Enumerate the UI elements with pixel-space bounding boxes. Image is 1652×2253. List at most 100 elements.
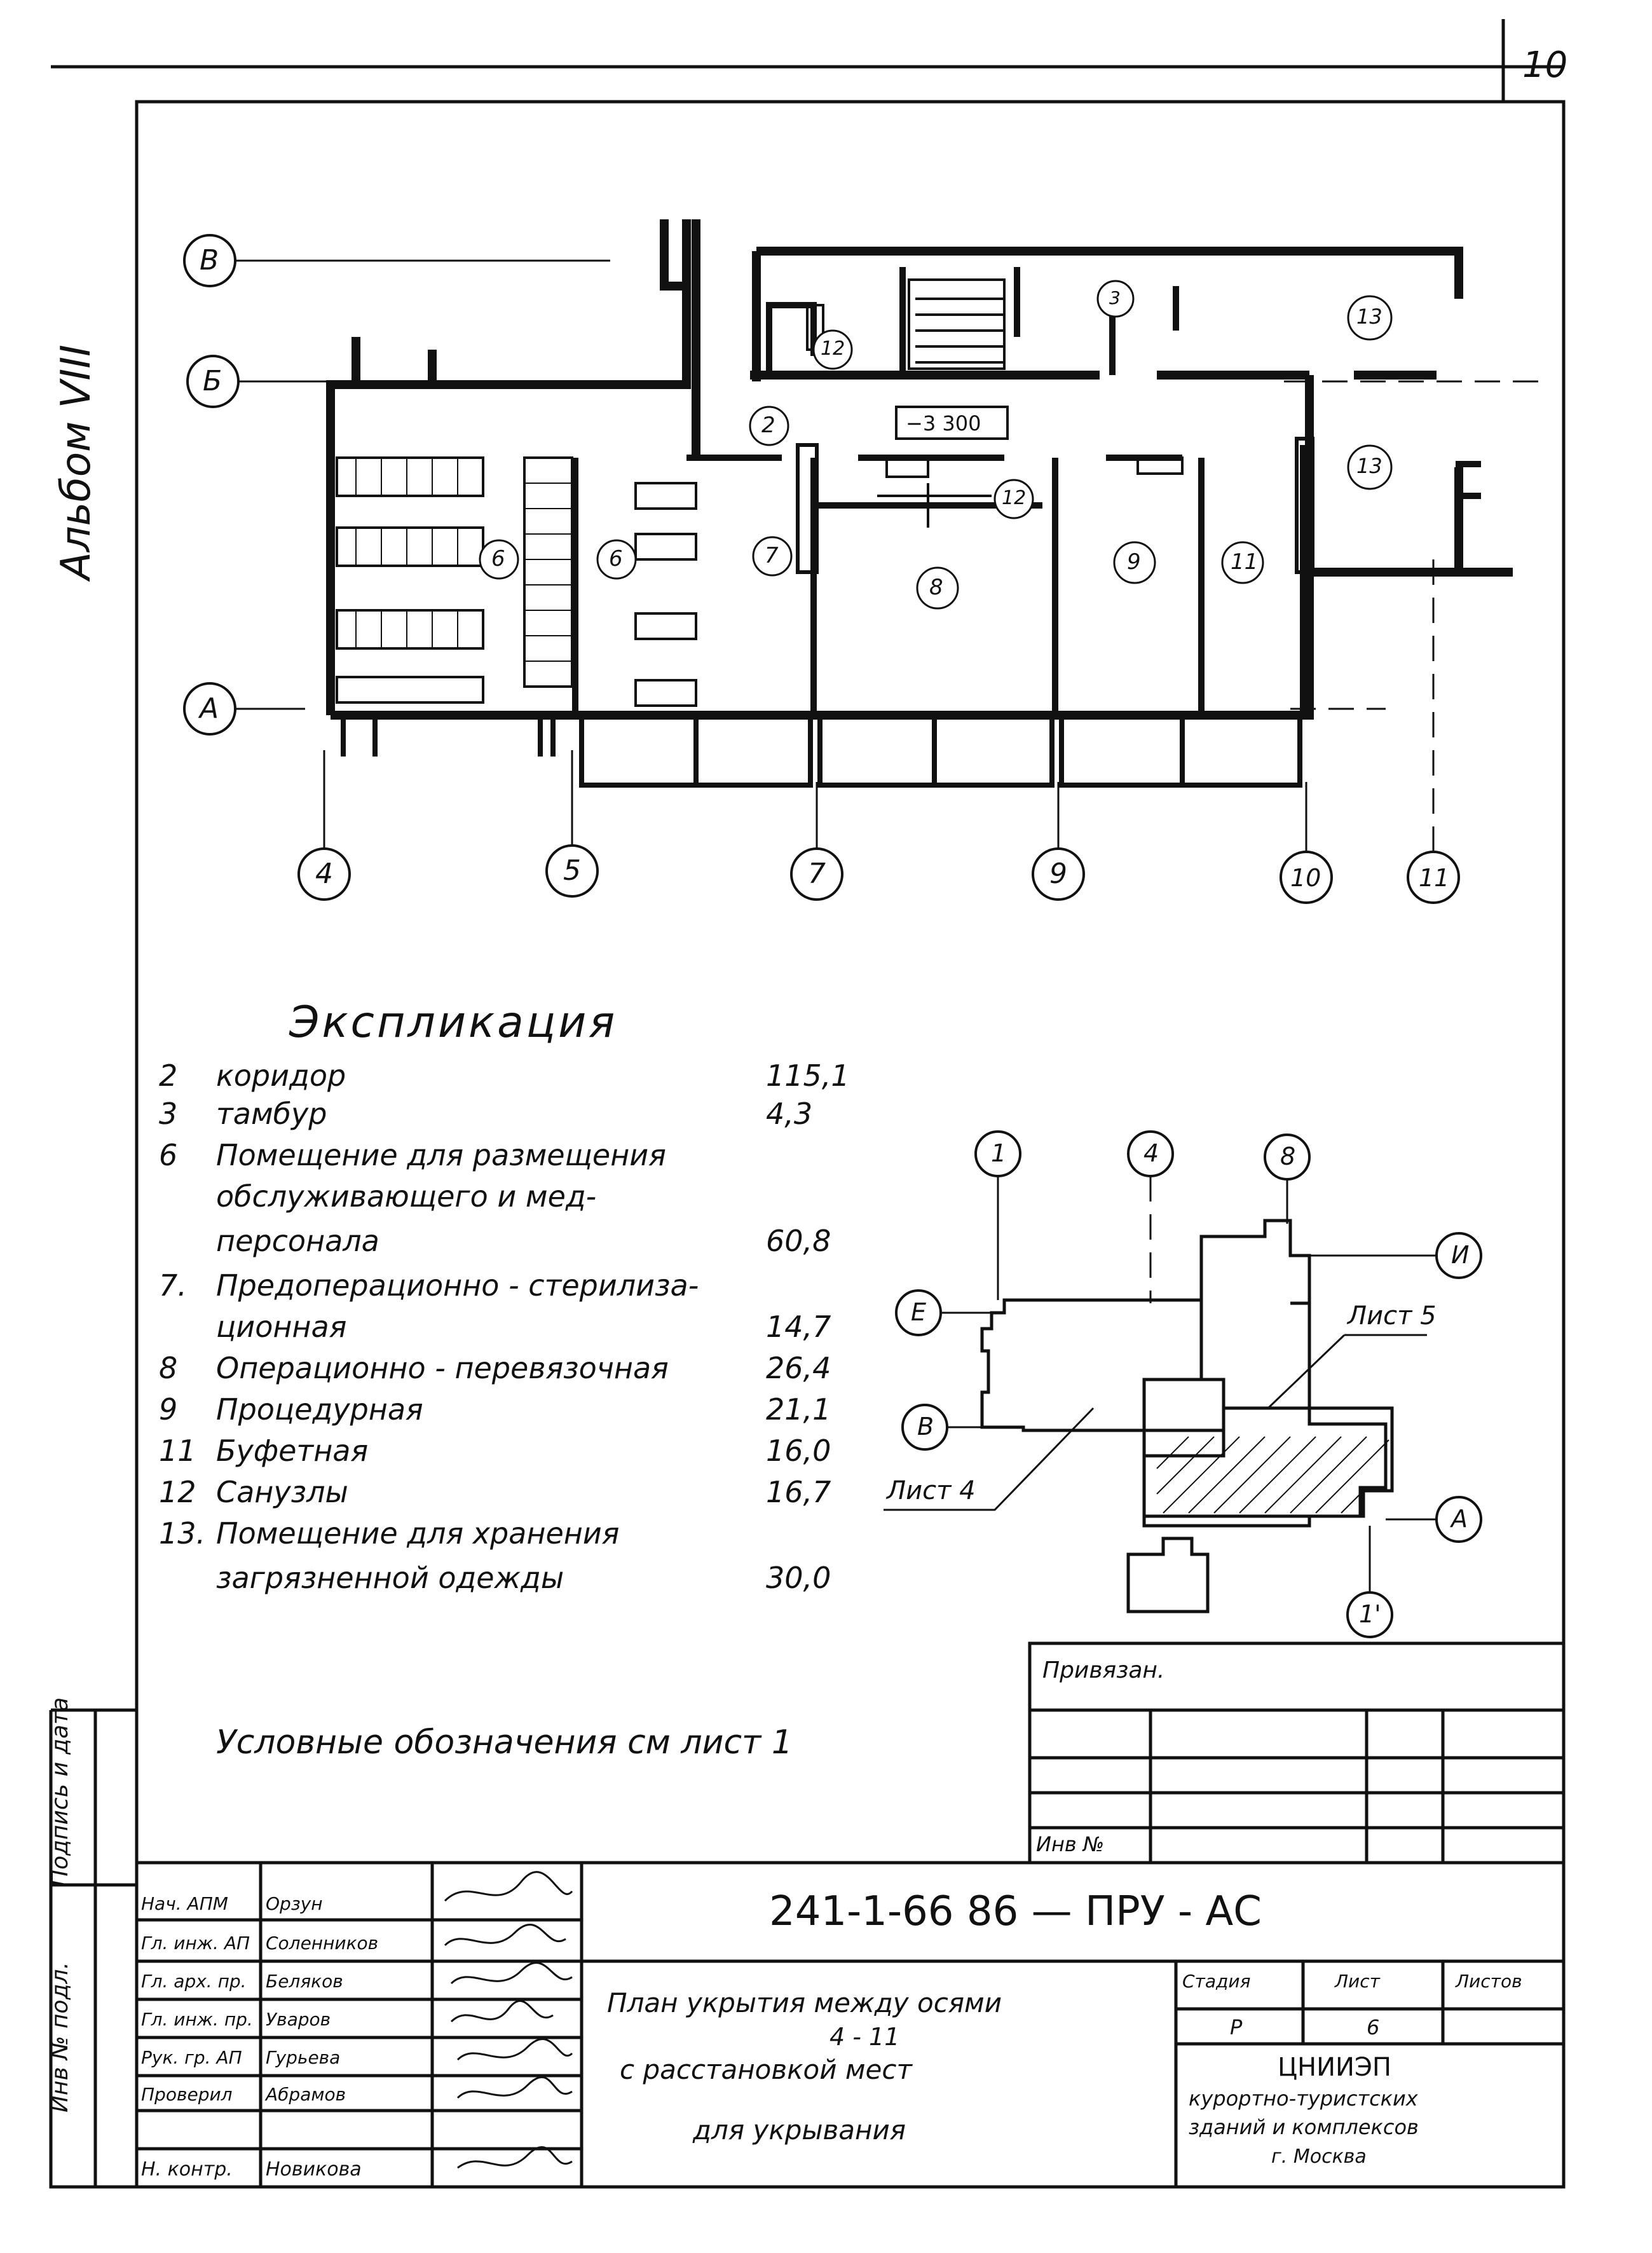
key-axis-8: 8 [1280,1142,1296,1170]
room-number: 12 [159,1475,196,1509]
explication-row: 11 Буфетная 16,0 [159,1434,858,1472]
staff-name: Гурьева [266,2047,341,2068]
org-line2: курортно-туристских [1189,2086,1418,2111]
key-plan [980,1219,1394,1613]
axis-label-10: 10 [1290,864,1321,892]
room-area: 60,8 [766,1224,831,1258]
side-stamp-frame [49,1708,137,2189]
side-label-inv: Инв № подл. [47,1962,73,2113]
staff-role: Нач. АПМ [141,1893,228,1914]
room-number: 13. [159,1516,206,1551]
room-number: 6 [159,1138,178,1172]
explication-row: 3 тамбур 4,3 [159,1097,858,1135]
drawing-title-line2: 4 - 11 [829,2023,900,2051]
room-name: Буфетная [216,1434,369,1468]
org-line3: зданий и комплексов [1189,2115,1419,2139]
explication-row: обслуживающего и мед- [159,1179,858,1217]
explication-row: 7. Предоперационно - стерилиза- [159,1268,858,1306]
room-tag-13b: 13 [1356,454,1382,478]
axis-label-11: 11 [1419,864,1450,892]
explication-row: ционная 14,7 [159,1310,858,1348]
room-tag-11: 11 [1231,549,1259,575]
key-axis-e: Е [911,1298,927,1326]
key-axis-v: В [917,1413,934,1441]
drawing-title-line3: с расстановкой мест [620,2054,912,2085]
page-number: 10 [1522,45,1568,86]
level-mark-box [895,406,1009,440]
room-area: 21,1 [766,1392,831,1427]
room-number: 2 [159,1058,178,1093]
room-tag-3: 3 [1109,287,1121,308]
axis-label-a: А [200,692,219,725]
main-stamp-grid [135,1861,1566,2189]
staff-role: Гл. инж. пр. [141,2009,253,2030]
explication-row: 2 коридор 115,1 [159,1058,858,1097]
floor-plan [183,219,1538,904]
drawing-title-line1: План укрытия между осями [607,1987,1002,2018]
room-number: 9 [159,1392,178,1427]
room-name: Операционно - перевязочная [216,1351,669,1385]
room-tag-12a: 12 [821,338,845,360]
key-axis-1: 1 [991,1139,1007,1167]
key-axis-1prime: 1' [1359,1600,1381,1628]
axis-label-5: 5 [563,854,581,887]
side-label-sign: Подпись и дата [47,1697,73,1887]
axis-label-4: 4 [315,858,333,890]
sheet-header: Лист [1335,1971,1380,1992]
legend-note: Условные обозначения см лист 1 [216,1723,793,1762]
explication-row: 9 Процедурная 21,1 [159,1392,858,1430]
room-name: тамбур [216,1097,327,1131]
document-code: 241-1-66 86 — ПРУ - АС [769,1888,1262,1935]
album-label: Альбом VIII [53,344,100,580]
room-number: 7. [159,1268,187,1303]
key-axis-4: 4 [1143,1139,1159,1167]
room-name: ционная [216,1310,347,1344]
explication-row: 8 Операционно - перевязочная 26,4 [159,1351,858,1389]
sheet-4-label: Лист 4 [887,1476,976,1505]
staff-role: Проверил [141,2084,233,2105]
key-axis-a: А [1451,1505,1468,1533]
explication-row: персонала 60,8 [159,1224,858,1262]
room-tag-12b: 12 [1002,487,1027,509]
explication-row: 6 Помещение для размещения [159,1138,858,1176]
staff-role: Рук. гр. АП [141,2047,242,2068]
key-axis-i: И [1451,1241,1470,1269]
staff-name: Новикова [266,2158,362,2181]
sheet-value: 6 [1367,2015,1380,2039]
explication-row: 12 Санузлы 16,7 [159,1475,858,1513]
staff-name: Орзун [266,1893,323,1914]
room-tag-6a: 6 [491,546,505,572]
room-area: 16,0 [766,1434,831,1468]
staff-role: Н. контр. [141,2158,233,2181]
level-mark: −3 300 [906,411,981,435]
sheets-header: Листов [1456,1971,1522,1992]
axis-label-9: 9 [1049,858,1067,890]
room-tag-9: 9 [1127,549,1141,575]
room-name: Предоперационно - стерилиза- [216,1268,699,1303]
signatures [444,1871,573,2169]
room-tag-7: 7 [765,543,779,568]
room-tag-2: 2 [761,413,775,438]
org-line4: г. Москва [1271,2146,1367,2168]
room-name: персонала [216,1224,379,1258]
axis-label-v: В [200,244,219,277]
room-name: загрязненной одежды [216,1561,564,1595]
drawing-title-line4: для укрывания [693,2114,906,2146]
room-name: Процедурная [216,1392,423,1427]
room-area: 4,3 [766,1097,813,1131]
room-tag-8: 8 [929,575,943,600]
room-area: 16,7 [766,1475,831,1509]
room-number: 8 [159,1351,178,1385]
explication-row: загрязненной одежды 30,0 [159,1561,858,1599]
stage-header: Стадия [1182,1971,1251,1992]
room-area: 14,7 [766,1310,831,1344]
staff-role: Гл. арх. пр. [141,1971,247,1992]
explication-title: Экспликация [289,997,618,1048]
room-area: 26,4 [766,1351,831,1385]
org-line1: ЦНИИЭП [1278,2053,1391,2082]
staff-role: Гл. инж. АП [141,1933,250,1954]
room-area: 30,0 [766,1561,831,1595]
staff-name: Соленников [266,1933,379,1954]
room-name: обслуживающего и мед- [216,1179,597,1214]
